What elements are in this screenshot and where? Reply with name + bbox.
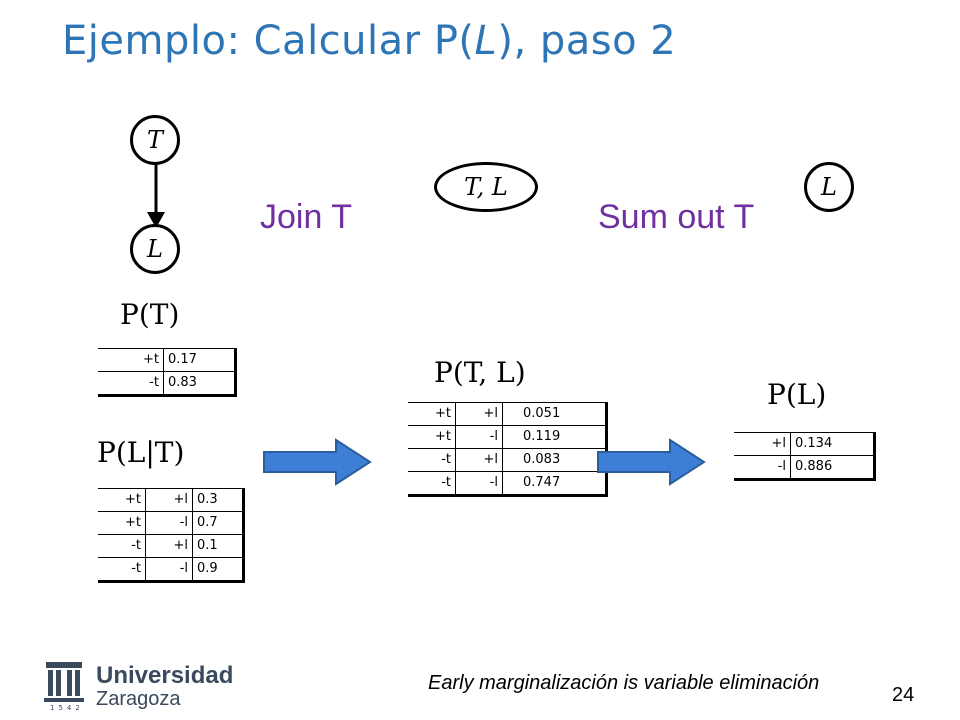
university-logo-icon [44, 662, 84, 702]
logo-university: Universidad [96, 662, 234, 689]
node-tl-label: T, L [464, 173, 508, 201]
title-suffix: ), paso 2 [497, 18, 677, 64]
table-cell: -t [98, 534, 146, 558]
page-number: 24 [892, 684, 915, 706]
table-cell: 0.083 [502, 448, 608, 472]
slide-title: Ejemplo: Calcular P(L), paso 2 [62, 18, 676, 64]
footer-note: Early marginalización is variable elimin… [428, 672, 820, 694]
node-l-result-label: L [821, 173, 837, 201]
formula-pl: P(L) [767, 378, 827, 411]
table-cell: +l [734, 432, 791, 456]
table-cell: 0.119 [502, 425, 608, 449]
table-cell: +l [455, 448, 503, 472]
table-cell: +t [98, 488, 146, 512]
table-cell: -l [734, 455, 791, 481]
sum-out-label: Sum out T [598, 198, 755, 236]
table-cell: -l [455, 425, 503, 449]
table-cell: 0.7 [192, 511, 245, 535]
title-variable: L [474, 18, 498, 64]
title-prefix: Ejemplo: Calcular P( [62, 18, 475, 64]
table-cell: 0.3 [192, 488, 245, 512]
node-t: T [130, 115, 180, 165]
table-cell: +l [455, 402, 503, 426]
node-t-label: T [146, 126, 163, 154]
node-tl: T, L [434, 162, 538, 212]
table-cell: -t [408, 448, 456, 472]
table-cell: +t [98, 511, 146, 535]
formula-pt: P(T) [120, 298, 180, 331]
table-cell: 0.051 [502, 402, 608, 426]
table-cell: -l [145, 557, 193, 583]
table-cell: +t [98, 348, 164, 372]
table-cell: -l [145, 511, 193, 535]
node-l: L [130, 224, 180, 274]
table-cell: 0.9 [192, 557, 245, 583]
table-cell: -t [98, 557, 146, 583]
table-cell: +l [145, 488, 193, 512]
table-cell: +t [408, 425, 456, 449]
sum-out-arrow-icon [597, 438, 706, 486]
table-cell: 0.17 [163, 348, 237, 372]
node-l-result: L [804, 162, 854, 212]
join-label: Join T [260, 198, 352, 236]
formula-plt: P(L|T) [97, 436, 185, 469]
edge-t-l-arrow [147, 165, 165, 228]
table-cell: -t [98, 371, 164, 397]
table-cell: 0.1 [192, 534, 245, 558]
logo-year: 1542 [50, 704, 84, 712]
table-cell: -l [455, 471, 503, 497]
table-cell: +t [408, 402, 456, 426]
table-cell: +l [145, 534, 193, 558]
node-l-label: L [147, 235, 163, 263]
table-cell: -t [408, 471, 456, 497]
table-cell: 0.134 [790, 432, 876, 456]
table-cell: 0.83 [163, 371, 237, 397]
formula-ptl: P(T, L) [434, 356, 526, 389]
logo-zaragoza: Zaragoza [96, 688, 181, 710]
table-cell: 0.886 [790, 455, 876, 481]
join-arrow-icon [263, 438, 372, 486]
table-cell: 0.747 [502, 471, 608, 497]
